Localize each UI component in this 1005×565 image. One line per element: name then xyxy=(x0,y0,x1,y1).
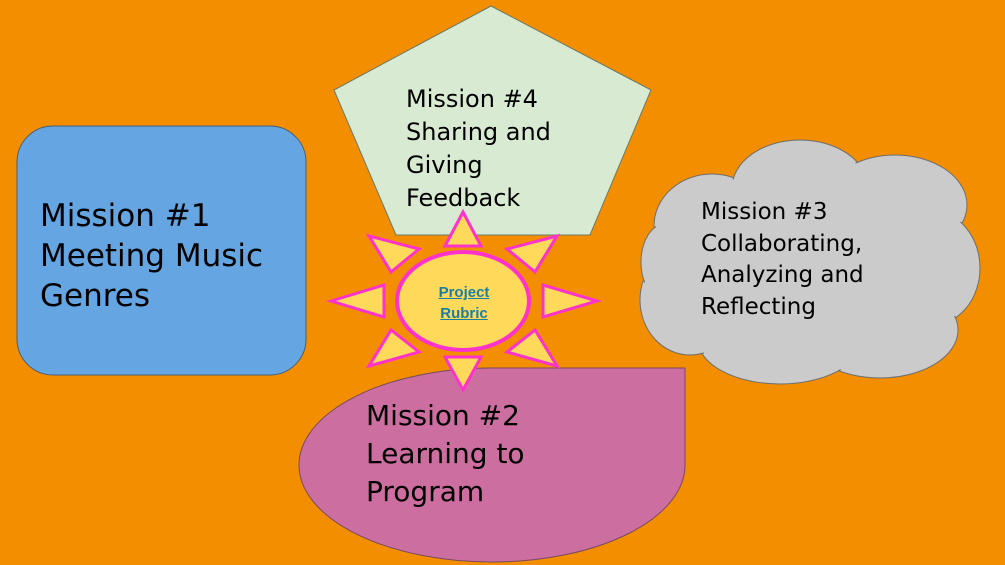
mission1-title: Mission #1 xyxy=(40,198,211,234)
mission4-subtitle-3: Feedback xyxy=(406,184,521,212)
mission3-subtitle-1: Collaborating, xyxy=(701,230,863,257)
mission3-label: Mission #3 Collaborating, Analyzing and … xyxy=(701,197,864,323)
mission3-subtitle-3: Reflecting xyxy=(701,293,816,320)
mission1-subtitle-2: Genres xyxy=(40,278,151,314)
rubric-line-1: Project xyxy=(438,284,490,301)
mission3-subtitle-2: Analyzing and xyxy=(701,262,864,288)
mission1-label: Mission #1 Meeting Music Genres xyxy=(40,196,263,316)
rubric-line-2: Rubric xyxy=(440,305,488,322)
mission3-title: Mission #3 xyxy=(701,199,828,225)
mission1-shape xyxy=(16,125,307,376)
mission4-label: Mission #4 Sharing and Giving Feedback xyxy=(406,83,551,215)
project-rubric-link[interactable]: Project Rubric xyxy=(414,282,514,324)
mission4-title: Mission #4 xyxy=(406,85,538,113)
mission2-subtitle-1: Learning to xyxy=(366,437,525,470)
mission4-subtitle-2: Giving xyxy=(406,151,483,179)
mission4-shape xyxy=(333,5,652,236)
mission1-subtitle-1: Meeting Music xyxy=(40,238,264,274)
mission2-subtitle-2: Program xyxy=(366,475,485,508)
mission4-subtitle-1: Sharing and xyxy=(406,118,551,146)
sun-center xyxy=(395,250,531,352)
mission2-title: Mission #2 xyxy=(366,399,520,432)
mission2-shape xyxy=(298,367,686,563)
mission2-label: Mission #2 Learning to Program xyxy=(366,397,525,511)
sun-rays xyxy=(325,208,603,394)
